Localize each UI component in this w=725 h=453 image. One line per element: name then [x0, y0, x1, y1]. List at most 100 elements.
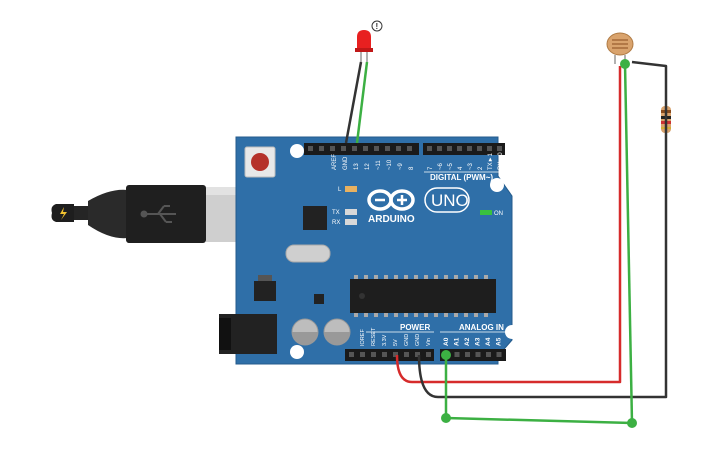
header-pin[interactable] — [374, 146, 379, 151]
header-pin[interactable] — [475, 352, 481, 357]
power-pin-label: 3.3V — [382, 334, 388, 346]
usb-chip — [303, 206, 327, 230]
chip-pin — [474, 313, 478, 317]
analog-pin-label: A5 — [496, 337, 503, 346]
chip-pin — [364, 313, 368, 317]
digital-pin-label: TX►1 — [488, 152, 494, 170]
header-pin[interactable] — [457, 146, 462, 151]
wire-node[interactable] — [441, 350, 451, 360]
header-pin[interactable] — [415, 352, 420, 357]
chip-pin — [464, 275, 468, 279]
digital-pin-label: AREF — [332, 154, 338, 170]
analog-pin-label: A1 — [454, 337, 461, 346]
wire-led-gnd[interactable] — [344, 61, 363, 144]
header-pin[interactable] — [360, 352, 365, 357]
crystal — [285, 244, 331, 263]
header-pin[interactable] — [396, 146, 401, 151]
header-pin[interactable] — [467, 146, 472, 151]
atmega-chip — [350, 279, 496, 313]
header-pin[interactable] — [371, 352, 376, 357]
wire-node[interactable] — [620, 59, 630, 69]
wire-node[interactable] — [441, 413, 451, 423]
analog-in-label: ANALOG IN — [459, 323, 504, 332]
wire-5v-red[interactable] — [395, 66, 622, 384]
wire-led-13[interactable] — [355, 61, 369, 144]
header-pin[interactable] — [447, 146, 452, 151]
rx-led-label: RX — [332, 220, 340, 226]
photoresistor[interactable] — [606, 32, 634, 64]
power-pin-label: GND — [415, 334, 421, 346]
power-header — [345, 349, 434, 361]
wire-a0-green[interactable] — [444, 355, 633, 425]
header-pin[interactable] — [426, 352, 431, 357]
analog-pin-label: A3 — [475, 337, 482, 346]
chip-pin — [464, 313, 468, 317]
mounting-hole — [505, 325, 519, 339]
power-label: POWER — [400, 323, 430, 332]
red-led[interactable] — [355, 30, 373, 62]
l-led — [345, 186, 357, 192]
warning-icon[interactable] — [371, 20, 383, 32]
chip-pin — [414, 275, 418, 279]
chip-pin — [384, 313, 388, 317]
header-pin[interactable] — [477, 146, 482, 151]
wire-ldr-green[interactable] — [623, 63, 634, 424]
analog-pin-label: A0 — [443, 337, 450, 346]
chip-pin — [374, 275, 378, 279]
header-pin[interactable] — [363, 146, 368, 151]
digital-pin-label: ~10 — [387, 159, 393, 170]
header-pin[interactable] — [393, 352, 398, 357]
power-pin-label: 5V — [393, 339, 399, 346]
on-led — [480, 210, 492, 215]
lightning-icon — [60, 207, 67, 220]
mounting-hole — [490, 178, 504, 192]
header-pin[interactable] — [319, 146, 324, 151]
header-pin[interactable] — [385, 146, 390, 151]
reset-button[interactable] — [244, 146, 276, 178]
digital-pin-label: 13 — [354, 163, 360, 170]
arduino-logo-icon — [367, 189, 415, 211]
digital-pin-label: 2 — [478, 166, 484, 170]
header-pin[interactable] — [465, 352, 470, 357]
header-pin[interactable] — [486, 352, 491, 357]
header-pin[interactable] — [341, 146, 346, 151]
chip-pin — [424, 275, 428, 279]
header-pin[interactable] — [352, 146, 357, 151]
chip-pin — [454, 313, 458, 317]
tx-led — [345, 209, 357, 215]
rx-led — [345, 219, 357, 225]
header-pin[interactable] — [308, 146, 313, 151]
capacitor — [323, 318, 351, 346]
wire-node[interactable] — [627, 418, 637, 428]
model-label: UNO — [431, 191, 469, 210]
chip-pin — [444, 313, 448, 317]
chip-pin — [404, 275, 408, 279]
on-led-label: ON — [494, 211, 503, 217]
chip-pin — [484, 313, 488, 317]
header-pin[interactable] — [454, 352, 460, 357]
header-pin[interactable] — [496, 352, 502, 357]
chip-pin — [354, 275, 358, 279]
wire-gnd-black[interactable] — [417, 60, 668, 399]
chip-pin — [434, 275, 438, 279]
header-pin[interactable] — [349, 352, 354, 357]
header-pin[interactable] — [487, 146, 492, 151]
tx-led-label: TX — [332, 210, 340, 216]
warning-glyph: ! — [376, 22, 379, 31]
header-pin[interactable] — [497, 146, 502, 151]
chip-pin — [354, 313, 358, 317]
header-pin[interactable] — [382, 352, 387, 357]
digital-pin-label: ~6 — [438, 162, 444, 170]
capacitor — [291, 318, 319, 346]
header-pin[interactable] — [407, 146, 412, 151]
header-pin[interactable] — [330, 146, 335, 151]
header-pin[interactable] — [404, 352, 409, 357]
header-pin[interactable] — [437, 146, 442, 151]
digital-pin-label: ~3 — [468, 162, 474, 170]
digital-header — [423, 143, 505, 155]
header-pin[interactable] — [427, 146, 432, 151]
chip-pin — [394, 313, 398, 317]
mounting-hole — [290, 345, 304, 359]
